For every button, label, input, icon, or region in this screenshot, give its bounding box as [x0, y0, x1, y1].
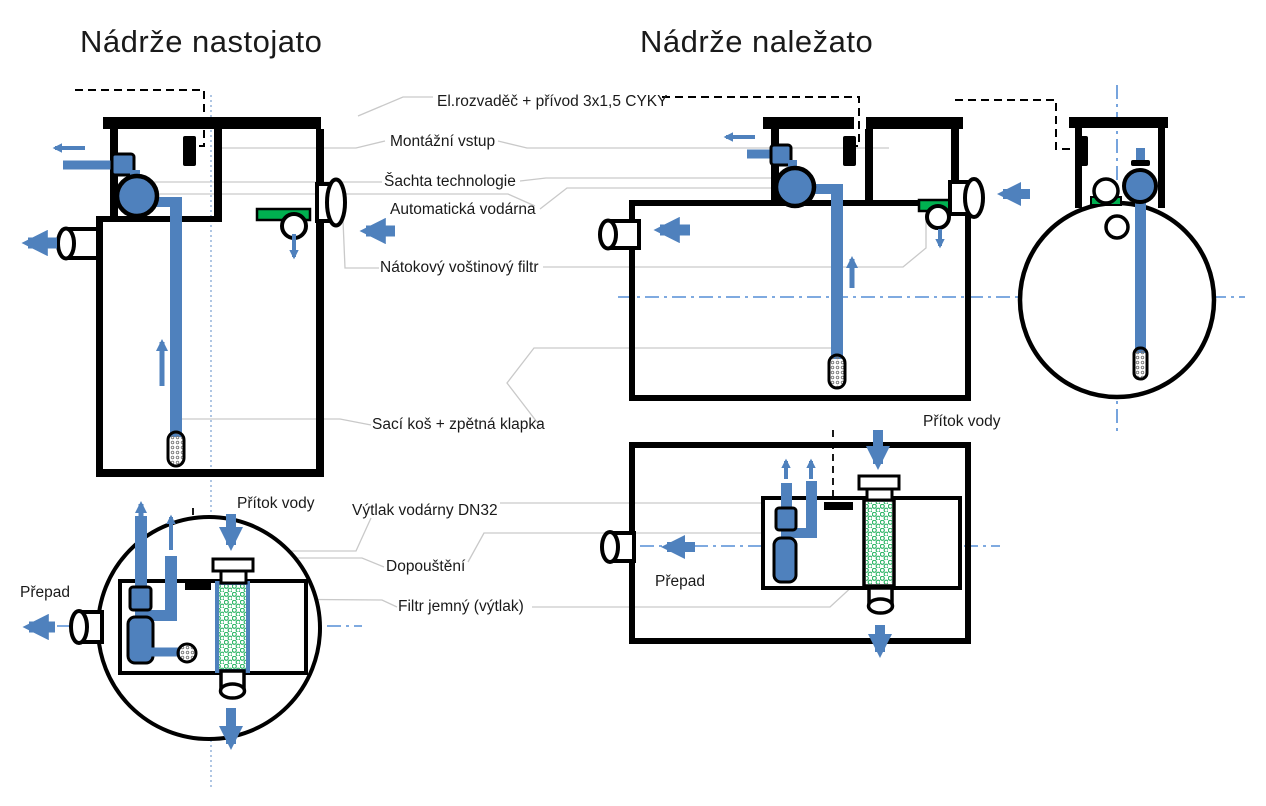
check-valve-icon: [128, 585, 153, 612]
tank-lid: [103, 117, 321, 129]
label-sachta: Šachta technologie: [384, 173, 516, 190]
pump-stem: [1136, 148, 1145, 164]
suction-basket-icon: [1132, 346, 1149, 381]
lying-tank-top-view: [600, 442, 971, 644]
shaft-wall: [771, 129, 779, 206]
suction-basket-icon: [166, 430, 186, 468]
filter-float: [925, 204, 951, 230]
electrical-box-icon: [843, 136, 856, 166]
electrical-box-icon: [183, 136, 196, 166]
tank-right-wall: [316, 129, 324, 477]
page-title-left: Nádrže nastojato: [80, 24, 322, 59]
standing-tank-side-view: [56, 117, 347, 477]
refill-pipe: [806, 481, 817, 538]
fine-filter-media: [219, 585, 246, 669]
refill-elbow: [145, 610, 177, 621]
label-el-rozvadec: El.rozvaděč + přívod 3x1,5 CYKY: [437, 93, 667, 110]
overflow-pipe-end: [56, 226, 76, 261]
cable-route-lying-end: [955, 99, 1076, 150]
label-pritok-vody-left: Přítok vody: [237, 495, 315, 512]
inlet-flange: [211, 557, 255, 573]
pump-body: [126, 615, 155, 665]
shaft-wall-left: [1075, 128, 1082, 208]
filter-float: [1092, 177, 1120, 205]
check-valve-icon: [110, 152, 136, 177]
check-valve-icon: [774, 506, 798, 532]
tank-bottom: [96, 469, 324, 477]
suction-basket-icon: [827, 353, 847, 390]
entry-wall: [951, 129, 959, 206]
label-vodarna: Automatická vodárna: [390, 201, 536, 218]
tank-top-edge: [96, 216, 222, 222]
label-saci-kos: Sací koš + zpětná klapka: [372, 416, 545, 433]
shaft-wall-right: [1158, 128, 1165, 208]
label-vytlak: Výtlak vodárny DN32: [352, 502, 498, 519]
label-natokovy-filtr: Nátokový voštinový filtr: [380, 259, 539, 276]
overflow-pipe-end: [600, 530, 620, 564]
lying-tank-end-view: [1017, 117, 1217, 400]
tank-lid-left: [763, 117, 854, 129]
electrical-box-icon: [1077, 136, 1088, 166]
pump-icon: [1122, 168, 1158, 204]
overflow-pipe-end: [598, 218, 618, 251]
label-pritok-vody-right: Přítok vody: [923, 413, 1001, 430]
label-prepad-left: Přepad: [20, 584, 70, 601]
shaft-partition: [865, 129, 873, 206]
standing-tank-top-view: [69, 515, 322, 741]
inlet-flange: [857, 474, 901, 491]
cable-route-lying-side: [662, 96, 860, 147]
suction-pipe: [831, 184, 843, 359]
suction-pipe: [1135, 196, 1146, 353]
lying-tank-side-view: [598, 117, 985, 401]
shaft-partition: [214, 129, 222, 219]
label-dopousteni: Dopouštění: [386, 558, 466, 575]
suction-pipe: [170, 197, 182, 437]
pump-collar: [1131, 160, 1150, 166]
label-prepad-right: Přepad: [655, 573, 705, 590]
electrical-box-icon: [824, 502, 853, 510]
bottom-outlet-end: [866, 597, 895, 615]
tank-lid-right: [866, 117, 963, 129]
overflow-pipe-end: [69, 609, 89, 645]
label-filtr-jemny: Filtr jemný (výtlak): [398, 598, 524, 615]
label-montazni-vstup: Montážní vstup: [390, 133, 495, 150]
pump-body: [772, 536, 798, 584]
refill-pipe: [165, 556, 177, 616]
page-title-right: Nádrže naležato: [640, 24, 873, 59]
text-layer: Nádrže nastojato Nádrže naležato El.rozv…: [20, 24, 1001, 615]
refill-elbow: [788, 528, 814, 538]
pump-icon: [773, 165, 817, 209]
electrical-box-icon: [185, 583, 211, 590]
inlet-neck: [865, 487, 894, 502]
pump-icon: [114, 173, 160, 219]
tank-left-wall: [96, 219, 103, 477]
shaft-lid: [1069, 117, 1168, 128]
check-valve-icon: [769, 143, 793, 167]
inlet-pipe-flange: [963, 177, 985, 219]
inlet-neck: [219, 569, 248, 585]
manhole-circle: [1104, 214, 1130, 240]
suction-basket-icon: [176, 642, 198, 664]
inlet-pipe-flange: [325, 177, 347, 228]
flow-arrows: [21, 132, 1030, 751]
bottom-outlet-end: [218, 682, 247, 700]
fine-filter-media: [866, 502, 892, 584]
